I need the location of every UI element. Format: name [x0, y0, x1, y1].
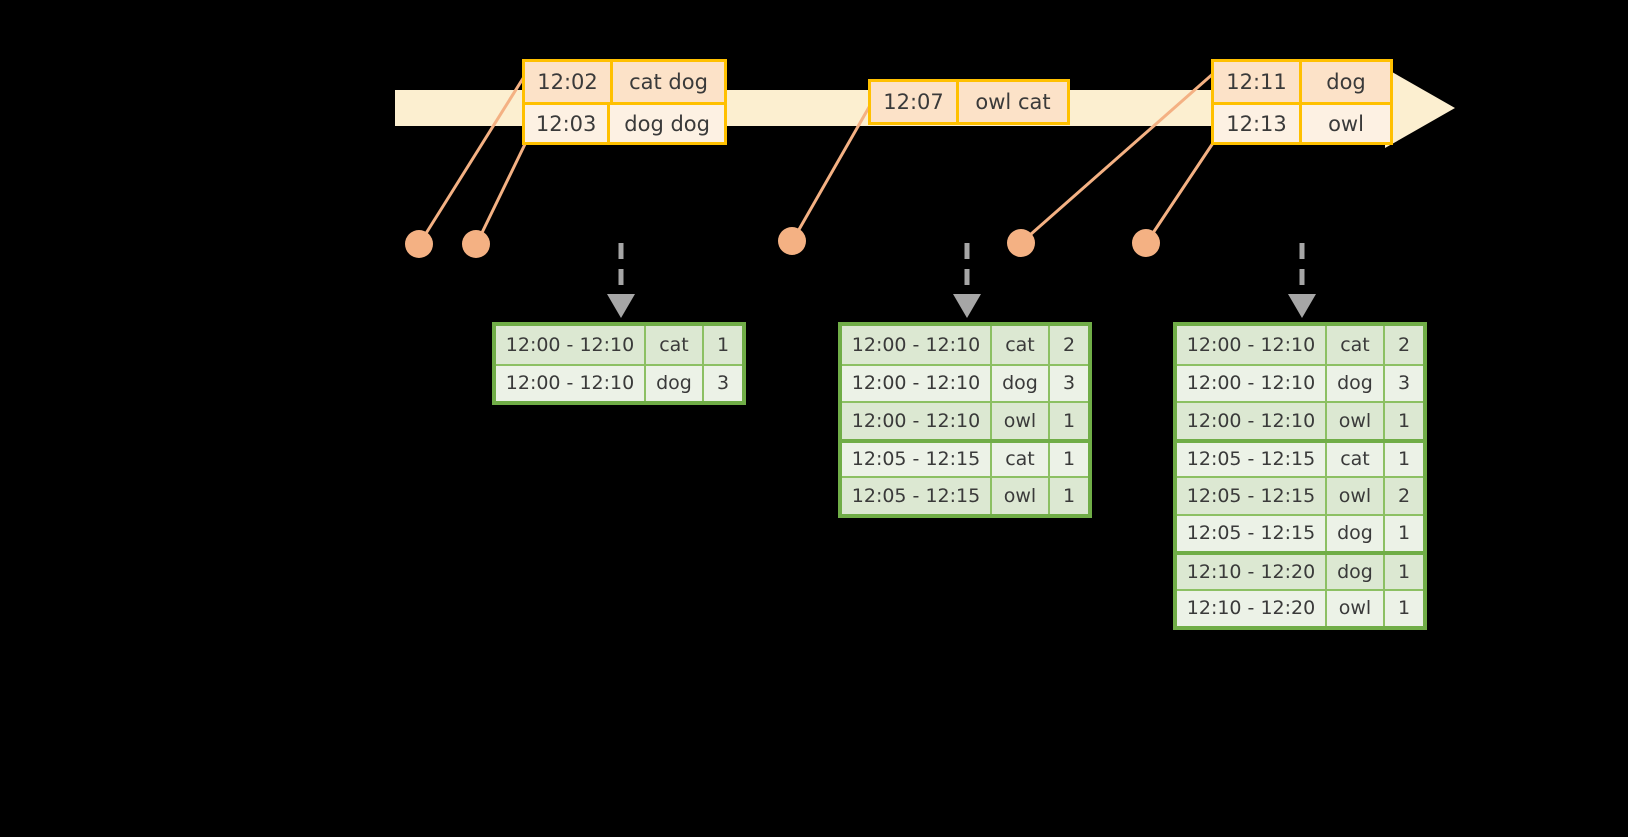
event-time: 12:11 [1214, 62, 1302, 102]
connector-line-1 [418, 71, 529, 244]
event-row[interactable]: 12:13 owl [1214, 102, 1390, 142]
cell-window: 12:00 - 12:10 [1177, 326, 1327, 364]
connector-line-3 [791, 87, 882, 241]
cell-count: 1 [1397, 560, 1411, 583]
cell-window: 12:10 - 12:20 [1177, 590, 1327, 626]
dashed-arrow-head-2 [953, 294, 981, 318]
table-row[interactable]: 12:10 - 12:20 dog 1 [1177, 551, 1423, 589]
event-dot-1 [405, 230, 433, 258]
cell-window: 12:05 - 12:15 [1177, 442, 1327, 476]
table-row[interactable]: 12:05 - 12:15 owl 2 [1177, 476, 1423, 514]
cell-count: 2 [1397, 333, 1411, 356]
event-time: 12:03 [525, 105, 611, 142]
table-row[interactable]: 12:05 - 12:15 cat 1 [1177, 438, 1423, 476]
cell-word: cat [646, 326, 704, 364]
cell-count: 1 [1397, 448, 1411, 471]
cell-word: dog [1327, 365, 1385, 401]
cell-window: 12:00 - 12:10 [1177, 365, 1327, 401]
event-row[interactable]: 12:07 owl cat [871, 82, 1067, 122]
table-row[interactable]: 12:05 - 12:15 dog 1 [1177, 513, 1423, 551]
cell-window: 12:05 - 12:15 [1177, 515, 1327, 551]
cell-window: 12:00 - 12:10 [842, 326, 992, 364]
cell-count: 1 [1397, 522, 1411, 545]
event-time: 12:13 [1214, 105, 1302, 142]
cell-window: 12:05 - 12:15 [1177, 478, 1327, 514]
dashed-arrow-head-3 [1288, 294, 1316, 318]
cell-word: cat [1327, 326, 1385, 364]
cell-word: owl [1327, 590, 1385, 626]
table-row[interactable]: 12:00 - 12:10 dog 3 [1177, 363, 1423, 401]
table-row[interactable]: 12:10 - 12:20 owl 1 [1177, 588, 1423, 626]
table-row[interactable]: 12:00 - 12:10 owl 1 [1177, 401, 1423, 439]
cell-word: owl [992, 478, 1050, 514]
event-words: owl cat [975, 90, 1051, 114]
cell-count: 1 [1062, 409, 1076, 432]
cell-word: cat [992, 326, 1050, 364]
table-row[interactable]: 12:00 - 12:10 dog 3 [496, 363, 742, 401]
cell-word: owl [992, 403, 1050, 439]
cell-count: 2 [1062, 333, 1076, 356]
event-row[interactable]: 12:03 dog dog [525, 102, 724, 142]
table-row[interactable]: 12:00 - 12:10 dog 3 [842, 363, 1088, 401]
cell-word: dog [646, 365, 704, 401]
event-time: 12:02 [525, 62, 613, 102]
event-row[interactable]: 12:11 dog [1214, 62, 1390, 102]
result-table-1[interactable]: 12:00 - 12:10 cat 1 12:00 - 12:10 dog 3 [492, 322, 746, 405]
cell-count: 3 [716, 372, 730, 395]
cell-count: 1 [1062, 448, 1076, 471]
cell-word: dog [992, 365, 1050, 401]
cell-count: 2 [1397, 484, 1411, 507]
cell-window: 12:10 - 12:20 [1177, 555, 1327, 589]
event-dots [405, 227, 1160, 258]
event-words: dog [1326, 70, 1366, 94]
result-table-3[interactable]: 12:00 - 12:10 cat 2 12:00 - 12:10 dog 3 … [1173, 322, 1427, 630]
cell-word: cat [1327, 442, 1385, 476]
cell-word: dog [1327, 515, 1385, 551]
cell-window: 12:00 - 12:10 [496, 326, 646, 364]
connector-line-5 [1145, 139, 1217, 243]
cell-count: 3 [1397, 372, 1411, 395]
cell-window: 12:00 - 12:10 [842, 403, 992, 439]
event-group-2[interactable]: 12:07 owl cat [868, 79, 1070, 125]
table-row[interactable]: 12:05 - 12:15 owl 1 [842, 476, 1088, 514]
cell-window: 12:00 - 12:10 [496, 365, 646, 401]
cell-window: 12:00 - 12:10 [842, 365, 992, 401]
dashed-arrow-head-1 [607, 294, 635, 318]
event-words: cat dog [629, 70, 708, 94]
cell-word: cat [992, 442, 1050, 476]
result-table-2[interactable]: 12:00 - 12:10 cat 2 12:00 - 12:10 dog 3 … [838, 322, 1092, 518]
table-row[interactable]: 12:00 - 12:10 cat 2 [1177, 326, 1423, 364]
cell-word: owl [1327, 478, 1385, 514]
dashed-arrow-heads [607, 294, 1316, 318]
event-dot-2 [462, 230, 490, 258]
cell-count: 1 [1062, 484, 1076, 507]
cell-word: dog [1327, 555, 1385, 589]
cell-window: 12:00 - 12:10 [1177, 403, 1327, 439]
table-row[interactable]: 12:05 - 12:15 cat 1 [842, 438, 1088, 476]
event-dot-3 [778, 227, 806, 255]
event-words: dog dog [624, 111, 710, 136]
event-dot-4 [1007, 229, 1035, 257]
table-row[interactable]: 12:00 - 12:10 cat 1 [496, 326, 742, 364]
event-group-1[interactable]: 12:02 cat dog 12:03 dog dog [522, 59, 727, 145]
cell-window: 12:05 - 12:15 [842, 478, 992, 514]
cell-count: 1 [1397, 597, 1411, 620]
event-row[interactable]: 12:02 cat dog [525, 62, 724, 102]
table-row[interactable]: 12:00 - 12:10 cat 2 [842, 326, 1088, 364]
cell-count: 1 [1397, 409, 1411, 432]
event-group-3[interactable]: 12:11 dog 12:13 owl [1211, 59, 1393, 145]
cell-count: 3 [1062, 372, 1076, 395]
connector-line-2 [475, 139, 529, 244]
cell-word: owl [1327, 403, 1385, 439]
event-time: 12:07 [871, 82, 959, 122]
cell-window: 12:05 - 12:15 [842, 442, 992, 476]
event-words: owl [1328, 111, 1364, 136]
table-row[interactable]: 12:00 - 12:10 owl 1 [842, 401, 1088, 439]
dashed-arrows [618, 243, 1305, 296]
cell-count: 1 [716, 333, 730, 356]
event-dot-5 [1132, 229, 1160, 257]
